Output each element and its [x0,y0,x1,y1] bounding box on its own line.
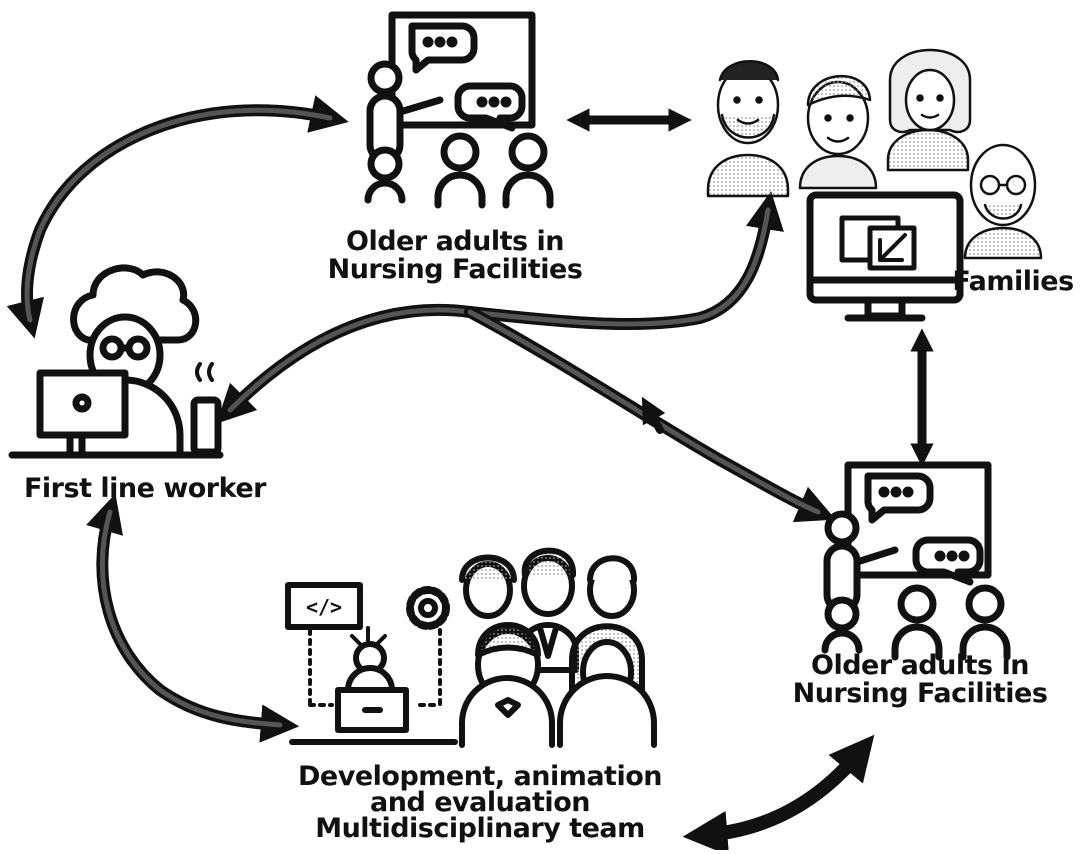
label-line: and evaluation [370,787,590,818]
label-line: Development, animation [298,761,662,792]
label-line: Older adults in [811,650,1029,681]
family-face-bald-glasses [963,143,1043,260]
arrow-top-to-worker [6,95,349,339]
families-icon [706,48,1043,322]
label-first-line-worker: First line worker [23,473,267,504]
label-older-adults-top: Older adults in Nursing Facilities [305,228,605,284]
label-line: Multidisciplinary team [315,813,645,844]
first-line-worker-icon [8,264,224,459]
family-face-woman [886,48,972,172]
label-line: Nursing Facilities [792,678,1048,709]
label-line: Nursing Facilities [327,254,583,285]
team-icon [285,547,657,748]
older-adults-bottom-icon [821,461,1011,661]
code-window-icon [285,582,363,630]
gear-icon [406,586,450,630]
arrow-team-to-bottom-older [682,734,875,854]
label-families: Families [952,266,1074,297]
families-monitor-icon [806,191,964,322]
family-face-young-man [798,75,878,190]
label-team: Development, animation and evaluation Mu… [270,761,690,844]
arrow-worker-to-families [216,191,784,424]
label-line: Older adults in [346,226,564,257]
label-older-adults-bottom: Older adults in Nursing Facilities [770,652,1070,708]
code-glyph: </> [306,595,342,619]
arrow-center-to-bottom-older [464,306,836,523]
older-adults-top-icon [364,11,554,209]
family-face-bearded [706,60,790,198]
arrow-worker-to-team [86,493,300,743]
